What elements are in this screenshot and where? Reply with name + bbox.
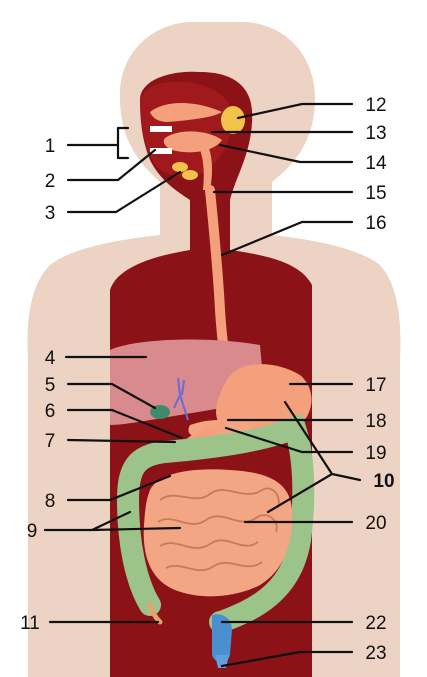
label-17: 17 <box>365 375 386 396</box>
label-4: 4 <box>45 348 56 369</box>
label-5: 5 <box>45 375 56 396</box>
label-2: 2 <box>45 171 56 192</box>
label-13: 13 <box>365 123 386 144</box>
label-1: 1 <box>45 136 56 157</box>
label-23: 23 <box>365 643 386 664</box>
label-19: 19 <box>365 443 386 464</box>
label-20: 20 <box>365 513 386 534</box>
parotid-gland <box>221 106 245 134</box>
label-10: 10 <box>373 471 394 492</box>
label-8: 8 <box>45 491 56 512</box>
sublingual-gland <box>172 162 188 172</box>
label-14: 14 <box>365 153 387 174</box>
label-11: 11 <box>20 613 40 634</box>
leader-line-1 <box>68 128 128 158</box>
label-7: 7 <box>45 431 56 452</box>
upper-teeth <box>150 126 172 132</box>
label-6: 6 <box>45 401 56 422</box>
label-18: 18 <box>365 411 386 432</box>
label-16: 16 <box>365 213 386 234</box>
label-9: 9 <box>27 521 38 542</box>
label-22: 22 <box>365 613 386 634</box>
submandibular-gland <box>182 170 198 180</box>
label-3: 3 <box>45 203 56 224</box>
label-12: 12 <box>365 95 386 116</box>
label-15: 15 <box>365 183 386 204</box>
